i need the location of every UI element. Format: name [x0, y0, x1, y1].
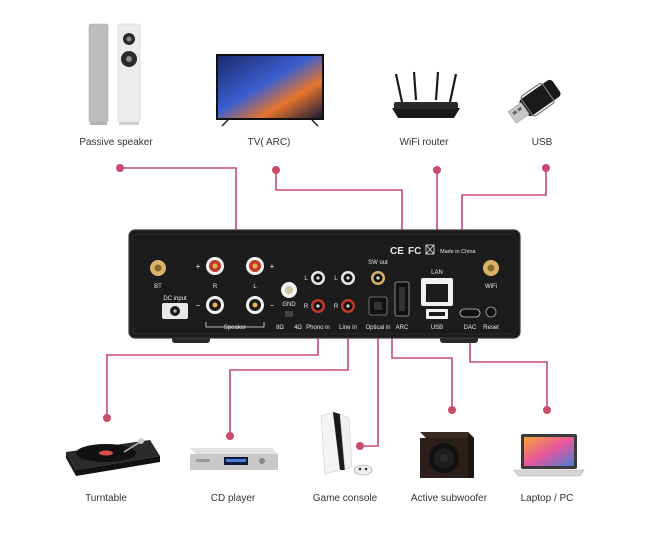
caption-turntable: Turntable	[85, 493, 127, 504]
caption-tv: TV( ARC)	[247, 137, 291, 148]
label-minus-l: −	[270, 301, 275, 310]
cd-player-icon	[190, 448, 278, 470]
label-optical-in: Optical in	[365, 325, 390, 331]
label-speaker-r: R	[213, 284, 218, 290]
lan-port	[421, 278, 453, 306]
label-4-ohm: 4Ω	[294, 325, 302, 331]
tv-icon	[216, 54, 324, 127]
dac-usb-c-port	[459, 308, 481, 318]
turntable-icon	[66, 438, 160, 476]
ce-mark: CE	[390, 246, 404, 257]
gnd-terminal	[281, 282, 297, 317]
caption-active-subwoofer: Active subwoofer	[410, 493, 488, 504]
cable-laptop	[469, 332, 548, 410]
rca-jacks	[311, 271, 385, 313]
label-plus-l: +	[270, 262, 275, 271]
fcc-mark: FC	[408, 246, 421, 257]
label-wifi: WiFi	[485, 284, 497, 290]
speaker-icon	[88, 23, 141, 125]
certification-marks	[425, 244, 435, 255]
cable-turntable	[106, 332, 319, 418]
label-dc-input: DC input	[163, 296, 187, 302]
label-usb: USB	[431, 325, 443, 331]
label-reset: Reset	[483, 325, 499, 331]
dc-input-jack	[162, 303, 188, 319]
game-console-icon	[320, 411, 373, 476]
amplifier-rear-panel: BT DC input + + − − R L Speaker GND 8Ω 4…	[128, 229, 521, 343]
speaker-terminals	[205, 257, 265, 328]
caption-cd-player: CD player	[210, 493, 256, 504]
cable-console	[360, 332, 379, 447]
caption-passive-speaker: Passive speaker	[79, 137, 153, 148]
label-made-in: Made in China	[440, 249, 476, 255]
caption-wifi-router: WiFi router	[399, 137, 449, 148]
subwoofer-icon	[420, 432, 474, 478]
cable-endpoints	[103, 164, 551, 450]
label-lan: LAN	[431, 270, 443, 276]
laptop-icon	[513, 434, 585, 477]
reset-button	[485, 306, 497, 318]
label-arc: ARC	[396, 325, 409, 331]
label-dac: DAC	[464, 325, 477, 331]
label-rca-l2: L	[334, 276, 338, 282]
caption-laptop: Laptop / PC	[520, 493, 574, 504]
caption-usb: USB	[531, 137, 553, 148]
label-rca-l1: L	[304, 276, 308, 282]
label-plus-r: +	[196, 262, 201, 271]
caption-game-console: Game console	[312, 493, 378, 504]
label-bt: BT	[154, 284, 162, 290]
label-sw-out: SW out	[368, 260, 388, 266]
bt-antenna-icon	[150, 260, 166, 276]
wifi-antenna-icon	[483, 260, 499, 276]
label-phono-in: Phono in	[306, 325, 330, 331]
label-rca-r1: R	[304, 304, 309, 310]
optical-input-port	[368, 296, 388, 316]
usb-port	[426, 309, 448, 319]
label-line-in: Line in	[339, 325, 357, 331]
usb-drive-icon	[507, 79, 561, 124]
label-gnd: GND	[282, 302, 296, 308]
label-speaker-l: L	[253, 284, 257, 290]
label-8-ohm: 8Ω	[276, 325, 284, 331]
hdmi-arc-port	[394, 281, 410, 317]
router-icon	[392, 71, 460, 118]
label-minus-r: −	[196, 301, 201, 310]
cable-cd	[229, 332, 349, 436]
label-speaker: Speaker	[224, 325, 246, 331]
label-rca-r2: R	[334, 304, 339, 310]
